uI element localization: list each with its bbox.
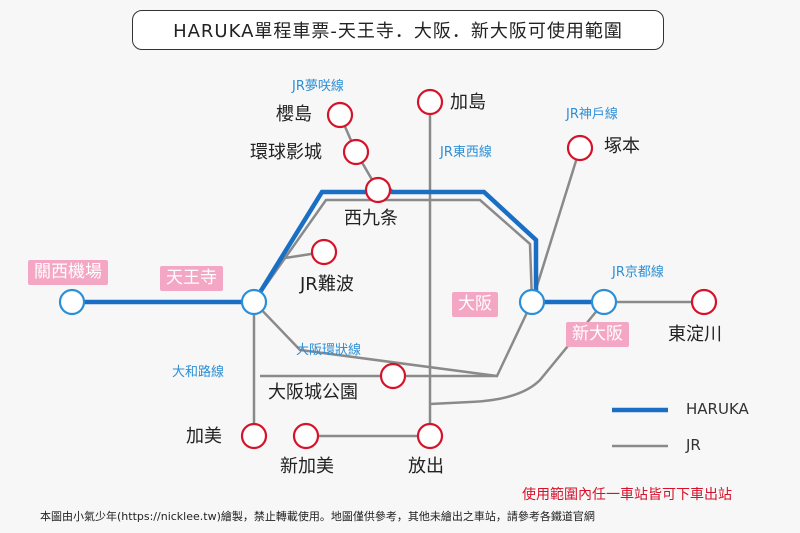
label-line-yamatoji: 大和路線 [172, 365, 225, 380]
station-jr-namba[interactable] [310, 238, 338, 266]
station-hanaten[interactable] [416, 422, 444, 450]
station-kami[interactable] [240, 422, 268, 450]
station-kansai-airport[interactable] [58, 288, 86, 316]
label-line-kobe: JR神戶線 [566, 107, 618, 122]
station-kashima[interactable] [416, 88, 444, 116]
footer-credit: 本圖由小氣少年(https://nicklee.tw)繪製，禁止轉載使用。地圖僅… [40, 510, 595, 523]
legend-jr: JR [686, 436, 701, 454]
osaka-higashi-line [429, 301, 605, 406]
map-title: HARUKA單程車票-天王寺．大阪．新大阪可使用範圍 [132, 10, 664, 50]
station-shin-osaka[interactable] [590, 288, 618, 316]
station-universal-city[interactable] [342, 138, 370, 166]
label-universal-city: 環球影城 [250, 142, 322, 163]
loop-line-south [253, 301, 498, 378]
station-higashiyodogawa[interactable] [690, 288, 718, 316]
stations [240, 88, 718, 450]
label-sakurajima: 櫻島 [276, 104, 312, 125]
haruka-stations [58, 288, 618, 316]
label-line-kyoto: JR京都線 [612, 265, 664, 280]
label-tsukamoto: 塚本 [604, 136, 640, 157]
station-shinkami[interactable] [292, 422, 320, 450]
station-osakajokoen[interactable] [379, 362, 407, 390]
station-osaka[interactable] [518, 288, 546, 316]
legend-haruka: HARUKA [686, 400, 749, 418]
label-higashiyodogawa: 東淀川 [668, 324, 722, 345]
label-jr-namba: JR難波 [300, 274, 354, 295]
label-shin-osaka: 新大阪 [566, 322, 629, 347]
label-nishikujo: 西九条 [344, 208, 398, 229]
label-line-tozai: JR東西線 [440, 145, 492, 160]
station-tennoji[interactable] [240, 288, 268, 316]
label-kansai-airport: 關西機場 [28, 260, 108, 285]
label-kashima: 加島 [450, 92, 486, 113]
kobe-line [530, 147, 582, 303]
label-osaka: 大阪 [452, 292, 498, 317]
label-kami: 加美 [186, 426, 222, 447]
label-shinkami: 新加美 [280, 456, 334, 477]
label-line-yumesaki: JR夢咲線 [292, 79, 344, 94]
label-line-loop: 大阪環狀線 [296, 343, 362, 358]
station-sakurajima[interactable] [326, 101, 354, 129]
jr-lines [252, 102, 704, 438]
usage-note: 使用範圍內任一車站皆可下車出站 [522, 487, 732, 503]
label-osakajokoen: 大阪城公園 [268, 382, 358, 403]
label-hanaten: 放出 [408, 456, 444, 477]
station-tsukamoto[interactable] [566, 134, 594, 162]
station-nishikujo[interactable] [364, 176, 392, 204]
label-tennoji: 天王寺 [160, 266, 223, 291]
